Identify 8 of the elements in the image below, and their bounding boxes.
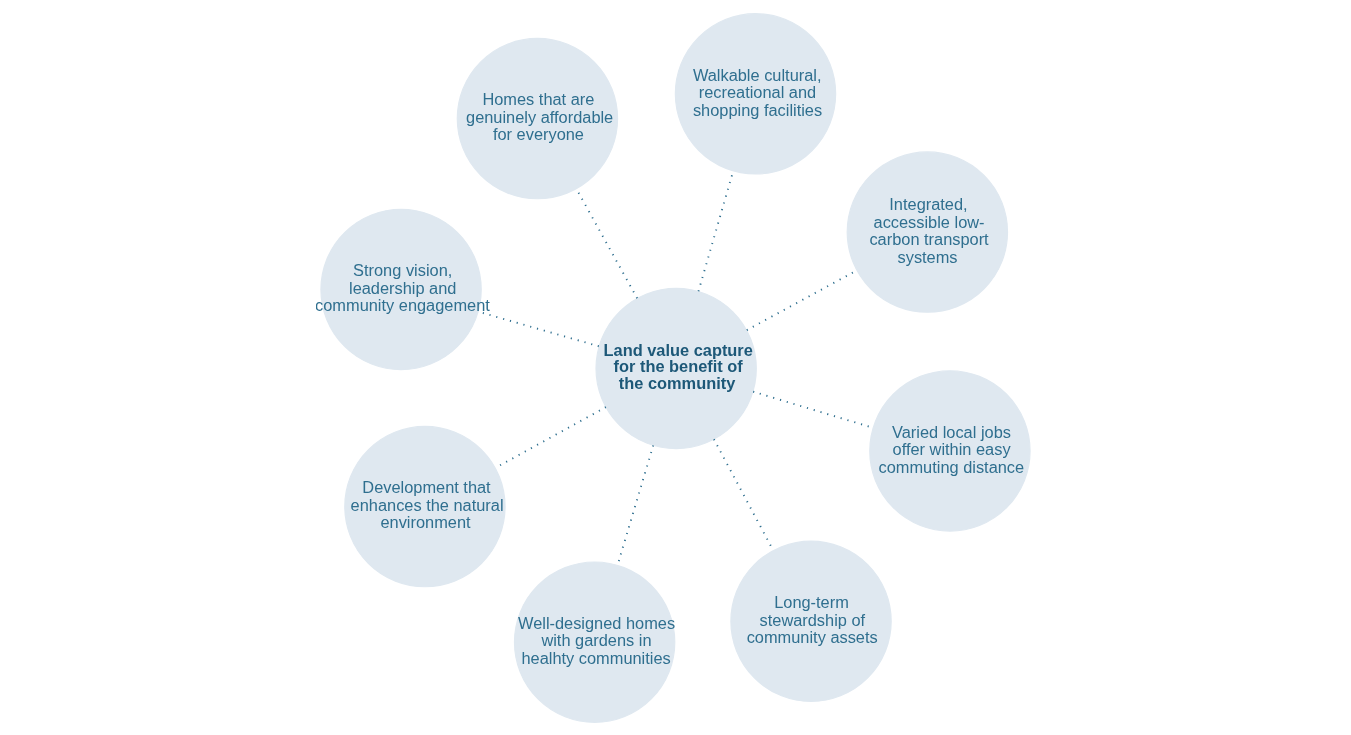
node-circle: Well-designed homes with gardens in healhty communities — [513, 560, 676, 723]
node-circle: Varied local jobs offer within easy commuting distance — [869, 369, 1031, 532]
node-circle: Development that enhances the natural environment — [344, 425, 506, 587]
node-circle: Walkable cultural, recreational and shopping facilities — [674, 12, 837, 175]
node-circle: Land value capture for the benefit of the community — [595, 287, 757, 449]
node-circle: Homes that are genuinely affordable for everyone — [456, 37, 619, 199]
node-circle: Long-term stewardship of community assets — [730, 540, 892, 702]
node-circle: Integrated, accessible low-carbon transport systems — [846, 150, 1009, 313]
